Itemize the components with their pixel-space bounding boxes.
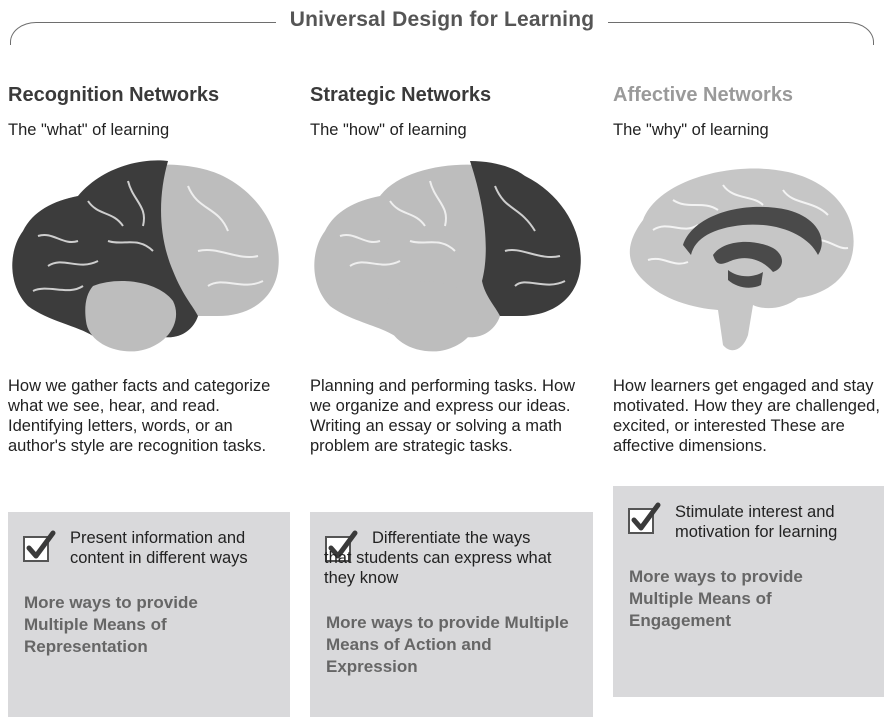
action-box: Differentiate the ways that students can… <box>310 512 593 717</box>
page-title-text: Universal Design for Learning <box>275 8 609 31</box>
column-recognition: Recognition Networks The "what" of learn… <box>8 0 293 717</box>
more-ways-link[interactable]: More ways to provide Multiple Means of R… <box>24 593 198 656</box>
column-subheading: The "how" of learning <box>310 121 467 139</box>
checkbox-check-icon <box>325 530 358 562</box>
checkbox-check-icon <box>628 502 661 534</box>
brain-affective-image <box>629 168 854 351</box>
action-text: Stimulate interest and motivation for le… <box>675 503 838 541</box>
column-description: How learners get engaged and stay motiva… <box>613 377 880 455</box>
column-description: Planning and performing tasks. How we or… <box>310 377 576 455</box>
checkbox-check-icon <box>23 530 56 562</box>
column-heading: Affective Networks <box>613 84 794 106</box>
action-box: Stimulate interest and motivation for le… <box>613 486 884 697</box>
column-heading: Strategic Networks <box>310 84 492 106</box>
column-heading: Recognition Networks <box>8 84 220 106</box>
brain-recognition-image <box>12 160 279 352</box>
more-ways-link[interactable]: More ways to provide Multiple Means of A… <box>326 613 569 676</box>
page-title: Universal Design for Learning <box>0 8 884 32</box>
more-ways-link[interactable]: More ways to provide Multiple Means of E… <box>629 567 803 630</box>
column-subheading: The "why" of learning <box>613 121 769 139</box>
brain-strategic-image <box>314 161 581 352</box>
column-subheading: The "what" of learning <box>8 121 170 139</box>
action-box: Present information and content in diffe… <box>8 512 290 717</box>
action-text: Differentiate the ways that students can… <box>324 529 552 587</box>
column-strategic: Strategic Networks The "how" of learning… <box>310 0 600 717</box>
action-text: Present information and content in diffe… <box>70 529 248 567</box>
column-description: How we gather facts and categorize what … <box>8 377 271 455</box>
column-affective: Affective Networks The "why" of learning… <box>613 0 884 717</box>
